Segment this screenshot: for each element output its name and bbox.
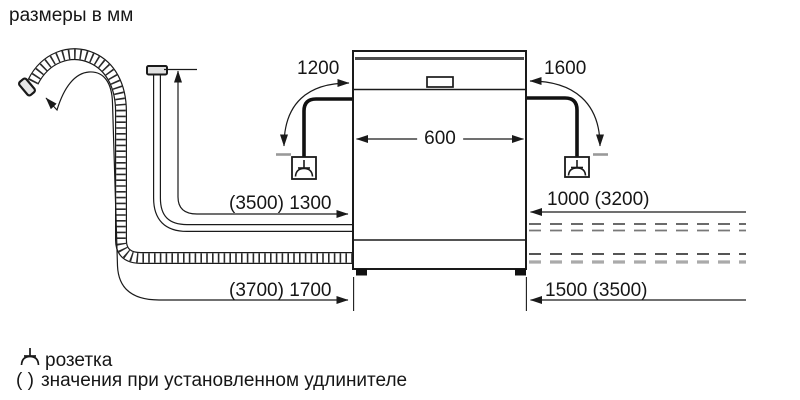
dim-label-drain-left: (3700) 1700 [229, 280, 332, 301]
foot-right [515, 269, 526, 276]
diagram-title: размеры в мм [9, 5, 134, 26]
power-cord-left [302, 97, 353, 158]
dim-label-cord-left: 1200 [297, 58, 340, 79]
hose-extension-dashes [529, 223, 746, 264]
dim-label-right-lower: 1500 (3500) [545, 280, 648, 301]
socket-icon-left [291, 156, 317, 180]
door-handle [426, 76, 454, 88]
foot-left [356, 269, 367, 276]
legend-parentheses-row: ( ) значения при установленном удлинител… [16, 371, 407, 391]
dim-label-width: 600 [417, 129, 463, 149]
legend-parentheses-symbol: ( ) [16, 370, 34, 391]
dim-label-right-upper: 1000 (3200) [547, 189, 650, 210]
socket-icon-right [564, 156, 590, 178]
dishwasher-outline [352, 50, 527, 311]
drain-hose-end-cap [18, 77, 36, 97]
legend-parentheses-note: значения при установленном удлинителе [40, 370, 408, 391]
dim-label-supply-left: (3500) 1300 [229, 193, 332, 214]
dim-label-cord-right: 1600 [544, 58, 587, 79]
power-cord-right [526, 96, 579, 158]
legend-socket-label: розетка [45, 350, 113, 371]
supply-hose-end-cap [146, 65, 168, 76]
socket-legend-icon [20, 348, 40, 366]
